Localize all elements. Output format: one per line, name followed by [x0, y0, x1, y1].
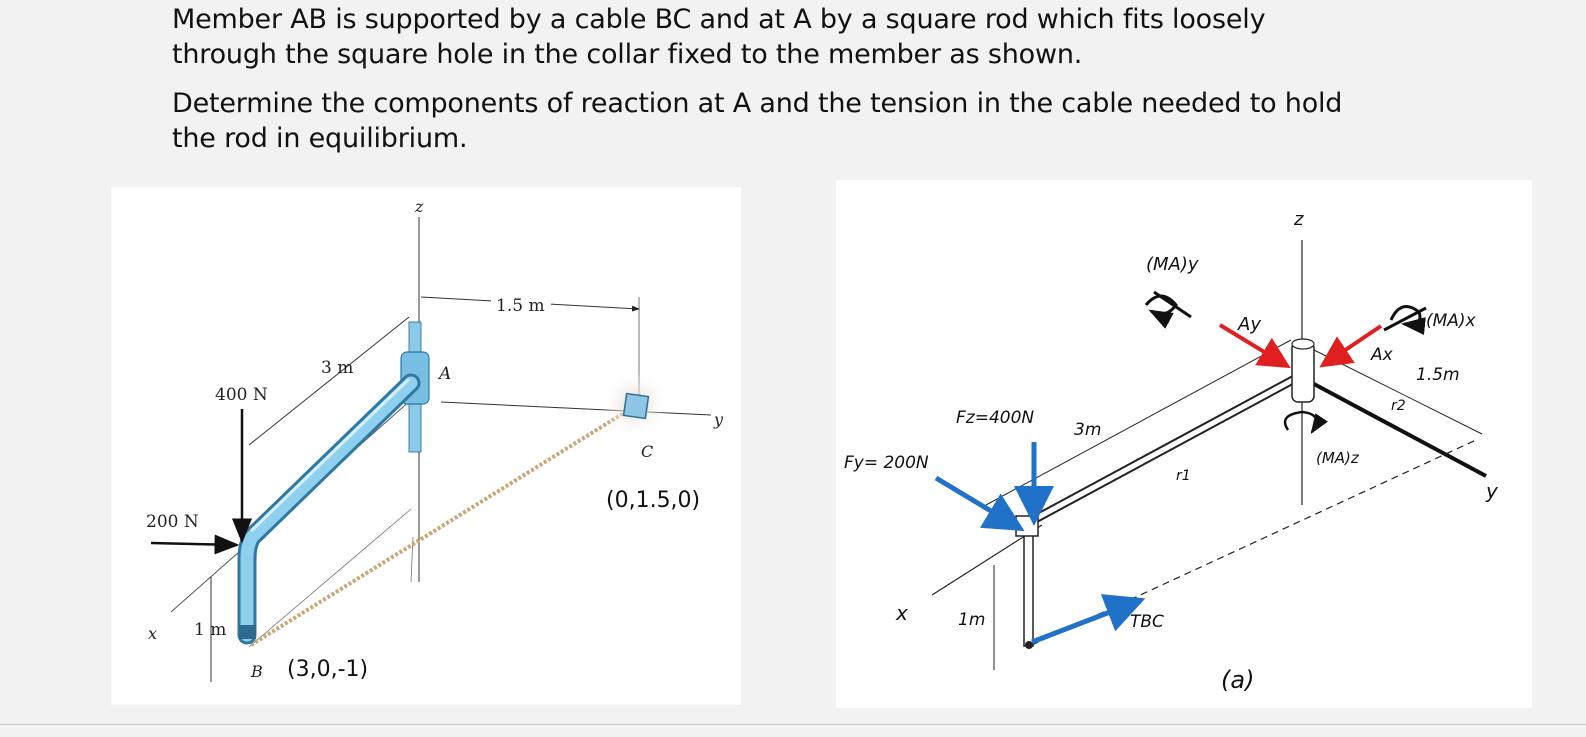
moment-my-icon — [1144, 294, 1178, 329]
reaction-ax-arrow — [1319, 324, 1383, 368]
x-axis-label: x — [895, 601, 908, 625]
dimension-3-label: 3m — [1074, 420, 1101, 440]
tension-tbc-label: TBC — [1130, 612, 1164, 632]
member-ab-shine — [249, 377, 411, 533]
dimension-3-line — [985, 339, 1292, 506]
y-axis-label: y — [1485, 479, 1499, 503]
load-200-arrow — [150, 534, 240, 555]
figure-caption: (a) — [1221, 666, 1254, 694]
bottom-divider — [0, 724, 1586, 725]
reaction-ay-label: Ay — [1237, 314, 1261, 335]
force-fz-label: Fz=400N — [956, 408, 1034, 428]
y-axis-line — [1313, 382, 1487, 478]
member-end-b — [239, 625, 256, 639]
coordinate-b-label: (3,0,-1) — [287, 657, 368, 682]
reaction-ax-label: Ax — [1370, 345, 1394, 365]
collar-top — [1291, 338, 1315, 350]
z-axis-label: z — [414, 197, 424, 216]
tension-tbc-arrow — [1031, 594, 1146, 645]
x-axis-label: x — [148, 624, 157, 643]
dimension-1-5-line — [1313, 349, 1483, 435]
moment-mz-icon — [1283, 410, 1328, 435]
cable-projection-dashed — [1031, 439, 1477, 646]
construction-line — [248, 508, 412, 648]
dimension-3-line — [248, 316, 410, 446]
point-a-label: A — [437, 364, 451, 384]
point-b-dot — [1025, 641, 1033, 649]
reaction-ay-arrow — [1218, 323, 1291, 369]
collar-a — [1291, 341, 1315, 403]
radius-r2-label: r2 — [1391, 398, 1406, 414]
free-body-diagram: z y x (MA)z (MA)y (MA)x Ay — [836, 180, 1532, 708]
problem-text: Member AB is supported by a cable BC and… — [172, 2, 1372, 170]
y-axis-label: y — [713, 410, 724, 429]
moment-my-axis — [1153, 290, 1192, 319]
textbook-figure: z y x 1.5 m 3 m C A 400 N — [111, 187, 741, 705]
member-ab-vertical — [1023, 527, 1034, 647]
coordinate-c-label: (0,1.5,0) — [606, 488, 700, 513]
problem-statement: Member AB is supported by a cable BC and… — [172, 4, 1266, 70]
member-ab-inner — [1022, 372, 1304, 528]
textbook-figure-svg: z y x 1.5 m 3 m C A 400 N — [146, 197, 724, 682]
load-200-label: 200 N — [146, 512, 199, 532]
moment-my-label: (MA)y — [1146, 254, 1199, 275]
dimension-1-label: 1 m — [194, 620, 226, 640]
dimension-3-label: 3 m — [321, 358, 353, 378]
force-fy-label: Fy= 200N — [844, 453, 929, 473]
free-body-diagram-svg: z y x (MA)z (MA)y (MA)x Ay — [844, 209, 1499, 694]
moment-mz-label: (MA)z — [1316, 449, 1360, 467]
problem-question: Determine the components of reaction at … — [172, 88, 1343, 154]
radius-r1-label: r1 — [1176, 468, 1191, 484]
dimension-1-5-label: 1.5 m — [496, 296, 545, 316]
dimension-label-bg — [491, 293, 551, 315]
elbow-joint — [1015, 515, 1039, 537]
dimension-1-label: 1m — [958, 610, 985, 630]
point-c-label: C — [641, 442, 653, 461]
z-axis-label: z — [1293, 209, 1304, 230]
moment-mx-icon — [1389, 305, 1426, 336]
point-b-label: B — [250, 662, 263, 681]
y-axis-line — [440, 401, 712, 416]
load-400-label: 400 N — [215, 385, 268, 405]
moment-mx-label: (MA)x — [1426, 311, 1477, 331]
cable-bc — [249, 404, 637, 647]
support-c-block — [622, 392, 650, 420]
force-fy-arrow — [934, 475, 1025, 532]
dimension-1-5-label: 1.5m — [1416, 365, 1460, 385]
moment-mx-axis — [1383, 306, 1427, 332]
